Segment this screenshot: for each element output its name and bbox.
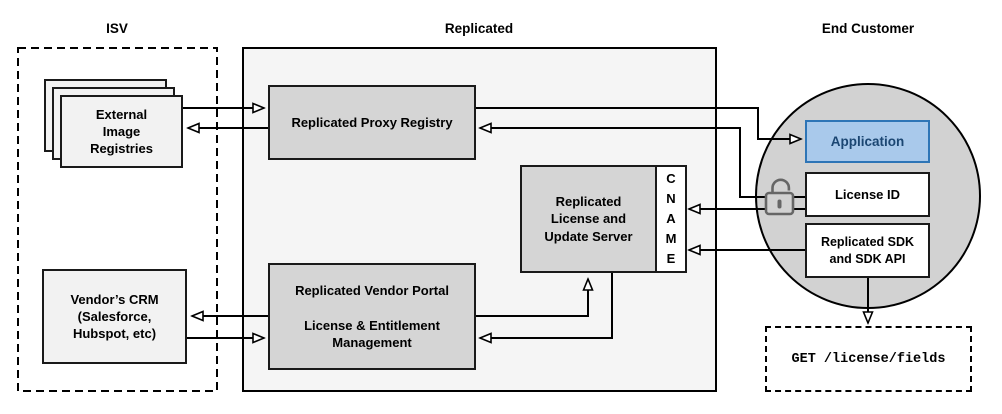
unlock-icon: [764, 178, 795, 216]
external-registries-line1: External: [95, 106, 148, 122]
replicated-section-label: Replicated: [444, 21, 514, 36]
cname-letter-a: A: [666, 211, 676, 226]
arrow-licenseid-to-proxy: [480, 128, 766, 198]
cname-letter-m: M: [665, 231, 677, 246]
arrow-server-to-portal: [480, 273, 613, 338]
application-label: Application: [830, 133, 905, 149]
arrow-proxy-to-application: [476, 107, 801, 139]
license-id-label: License ID: [834, 186, 901, 202]
external-registries-line3: Registries: [90, 141, 153, 157]
vendor-crm-line3: Hubspot, etc): [72, 326, 157, 342]
cname-letter-n: N: [666, 191, 676, 206]
license-server-line2: License and: [550, 211, 627, 227]
vendor-crm-line1: Vendor’s CRM: [70, 291, 159, 307]
cname-strip: C N A M E: [655, 165, 687, 273]
vendor-portal-subtitle: License & Entitlement Management: [304, 317, 440, 351]
arrow-portal-to-server: [476, 279, 588, 317]
license-server-line3: Update Server: [544, 228, 633, 244]
cname-letter-c: C: [666, 171, 676, 186]
vendor-portal-node: Replicated Vendor Portal License & Entit…: [268, 263, 476, 370]
vendor-portal-title: Replicated Vendor Portal: [295, 282, 449, 298]
external-registries-node: External Image Registries: [60, 95, 183, 168]
end-customer-section-label: End Customer: [821, 21, 915, 36]
get-license-fields-label: GET /license/fields: [791, 351, 946, 367]
license-server-line1: Replicated: [555, 194, 622, 210]
cname-letter-e: E: [666, 251, 676, 266]
application-node: Application: [805, 120, 930, 163]
vendor-crm-node: Vendor’s CRM (Salesforce, Hubspot, etc): [42, 269, 187, 364]
vendor-crm-line2: (Salesforce,: [77, 308, 152, 324]
sdk-node: Replicated SDK and SDK API: [805, 223, 930, 278]
isv-container: [17, 47, 218, 392]
proxy-registry-label: Replicated Proxy Registry: [291, 114, 453, 130]
proxy-registry-node: Replicated Proxy Registry: [268, 85, 476, 160]
isv-section-label: ISV: [106, 21, 128, 36]
external-registries-line2: Image: [102, 123, 141, 139]
license-server-node: Replicated License and Update Server: [520, 165, 657, 273]
get-license-fields-node: GET /license/fields: [765, 326, 972, 392]
sdk-line2: and SDK API: [829, 251, 906, 266]
license-id-node: License ID: [805, 172, 930, 217]
sdk-line1: Replicated SDK: [820, 235, 915, 249]
